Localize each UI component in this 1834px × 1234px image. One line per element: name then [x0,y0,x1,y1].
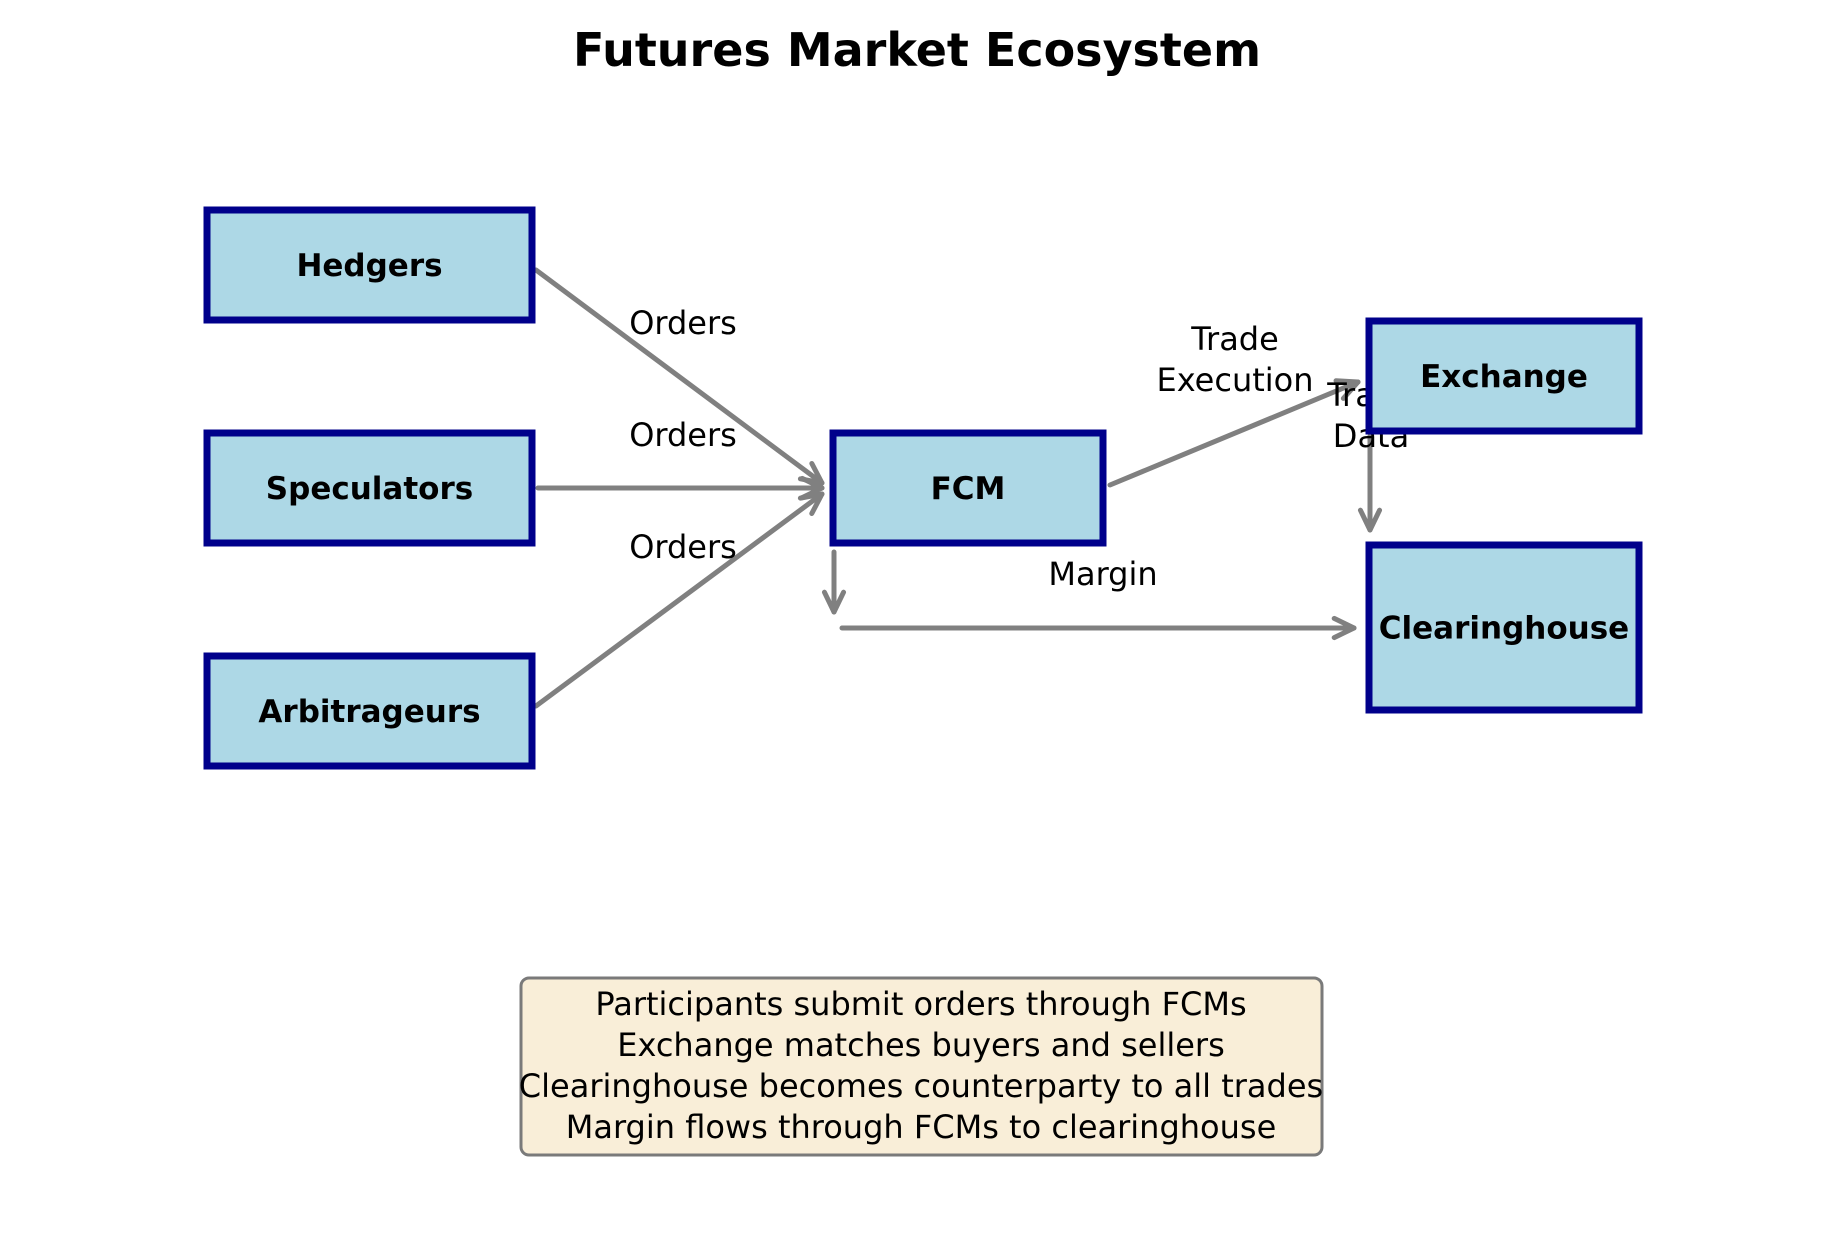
edge-speculators-fcm: Orders [535,416,825,501]
edge-label-speculators-fcm: Orders [629,416,737,454]
diagram-title: Futures Market Ecosystem [573,23,1261,77]
edge-line-fcm-exchange [1107,379,1361,488]
node-hedgers: Hedgers [203,206,536,324]
summary-note-line: Margin flows through FCMs to clearinghou… [566,1108,1277,1146]
node-box-hedgers [203,206,536,324]
summary-note-line: Participants submit orders through FCMs [595,985,1246,1023]
node-label-speculators: Speculators [266,471,473,507]
node-label-fcm: FCM [931,471,1006,507]
edges-layer: OrdersOrdersOrdersTradeExecutionTradeDat… [533,267,1415,709]
node-fcm: FCM [829,429,1107,547]
node-box-speculators [203,429,536,547]
edge-label-hedgers-fcm: Orders [629,304,737,342]
edge-line-hedgers-fcm [533,267,825,486]
summary-note-line: Clearinghouse becomes counterparty to al… [519,1067,1323,1105]
arrowhead-arbitrageurs-fcm [797,491,825,516]
arrowhead-fcm-clearinghouse [1331,615,1357,641]
node-label-arbitrageurs: Arbitrageurs [258,694,480,730]
edge-label-fcm-exchange: Trade [1190,320,1279,358]
arrowhead-fcm-clearinghouse-drop [821,589,847,615]
edge-line-arbitrageurs-fcm [533,491,825,709]
edge-label-fcm-exchange: Execution [1156,361,1313,399]
edge-label-arbitrageurs-fcm: Orders [629,528,737,566]
node-exchange: Exchange [1365,317,1643,435]
edge-arbitrageurs-fcm: Orders [533,491,825,709]
summary-note-line: Exchange matches buyers and sellers [617,1026,1225,1064]
node-speculators: Speculators [203,429,536,547]
arrowhead-fcm-exchange [1333,378,1361,401]
node-box-exchange [1365,317,1643,435]
node-label-clearinghouse: Clearinghouse [1379,611,1629,647]
summary-note-box [519,976,1324,1157]
node-arbitrageurs: Arbitrageurs [203,652,536,770]
node-box-clearinghouse [1365,541,1643,714]
node-box-arbitrageurs [203,652,536,770]
arrowhead-exchange-clearinghouse [1357,507,1383,533]
summary-note: Participants submit orders through FCMs … [519,976,1324,1157]
node-label-exchange: Exchange [1420,359,1588,395]
node-label-hedgers: Hedgers [296,248,442,284]
edge-fcm-clearinghouse: Margin [821,549,1357,641]
edge-label-fcm-clearinghouse: Margin [1048,555,1157,593]
node-clearinghouse: Clearinghouse [1365,541,1643,714]
node-box-fcm [829,429,1107,547]
edge-hedgers-fcm: Orders [533,267,825,486]
